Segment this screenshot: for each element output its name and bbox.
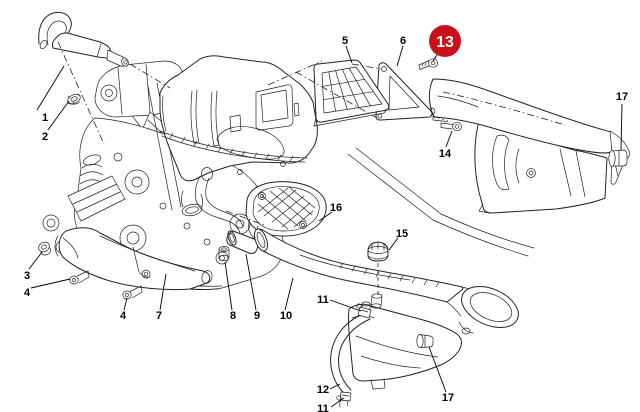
part-label-1: 1 — [42, 112, 48, 124]
screw-part-4-upper — [69, 270, 90, 285]
leader-line-part-12 — [329, 383, 341, 390]
badge-circle[interactable] — [429, 25, 461, 57]
part-label-15: 15 — [396, 228, 408, 240]
part-label-7: 7 — [156, 310, 162, 322]
part-label-4: 4 — [120, 310, 127, 322]
belt-cover-part-7 — [58, 227, 213, 291]
leader-line-part-8 — [224, 261, 233, 311]
leader-line-part-7 — [159, 273, 167, 311]
leader-line-part-14 — [445, 130, 453, 148]
part-label-17: 17 — [442, 392, 454, 404]
leader-line-part-2 — [47, 100, 70, 131]
screw-part-13 — [418, 58, 438, 70]
leader-line-part-10 — [284, 277, 294, 311]
nut-part-3 — [38, 241, 52, 256]
leader-line-part-11 — [330, 397, 345, 408]
part-label-11: 11 — [317, 403, 329, 412]
leader-line-part-1 — [36, 65, 65, 111]
grille-slats — [322, 67, 374, 112]
duct-edge-hatching — [339, 262, 440, 288]
washer-part-2 — [67, 93, 81, 105]
clamp-part-11-upper — [356, 303, 372, 319]
screw-part-14 — [432, 112, 462, 132]
airbox-line-art — [159, 55, 318, 217]
part-label-17: 17 — [616, 91, 628, 103]
highlight-badge-13[interactable]: 13 — [429, 25, 461, 62]
cap-part-15 — [367, 241, 389, 262]
part-label-14: 14 — [439, 148, 452, 160]
leader-line-part-17 — [428, 346, 447, 393]
grommet-part-8 — [218, 246, 230, 261]
leader-line-part-17 — [620, 103, 623, 151]
badge-label: 13 — [436, 34, 454, 51]
leader-line-part-16 — [318, 211, 333, 222]
leader-line-part-5 — [345, 45, 353, 64]
seam-hatching — [169, 132, 294, 162]
part-label-10: 10 — [280, 310, 292, 322]
part-label-5: 5 — [342, 35, 348, 47]
badge-leader-line — [432, 54, 438, 62]
leader-line-part-15 — [388, 237, 399, 251]
part-label-4: 4 — [24, 287, 31, 299]
part-label-16: 16 — [330, 202, 342, 214]
plug-part-17-bottom — [416, 334, 434, 348]
leader-lines — [28, 45, 623, 408]
lower-air-duct-part-10 — [254, 228, 519, 335]
filter-mesh — [257, 186, 316, 230]
part-label-12: 12 — [317, 384, 329, 396]
leader-line-part-6 — [396, 45, 404, 67]
leader-line-part-4 — [30, 278, 71, 289]
leader-line-part-4 — [123, 297, 128, 311]
part-label-2: 2 — [42, 131, 48, 143]
part-label-11: 11 — [317, 294, 329, 306]
part-label-3: 3 — [24, 270, 30, 282]
side-cover-part-6 — [375, 62, 433, 121]
screw-part-4-lower — [122, 285, 143, 300]
intake-grille-part-5 — [313, 59, 390, 127]
leader-line-part-3 — [28, 251, 43, 270]
plug-part-17-right — [608, 149, 628, 167]
leader-line-part-11 — [329, 299, 362, 312]
part-label-6: 6 — [400, 35, 406, 47]
breather-valve-part-1 — [38, 11, 129, 67]
part-label-9: 9 — [254, 310, 260, 322]
part-label-8: 8 — [230, 310, 236, 322]
centerlines — [57, 41, 566, 298]
leader-line-part-9 — [245, 253, 257, 311]
